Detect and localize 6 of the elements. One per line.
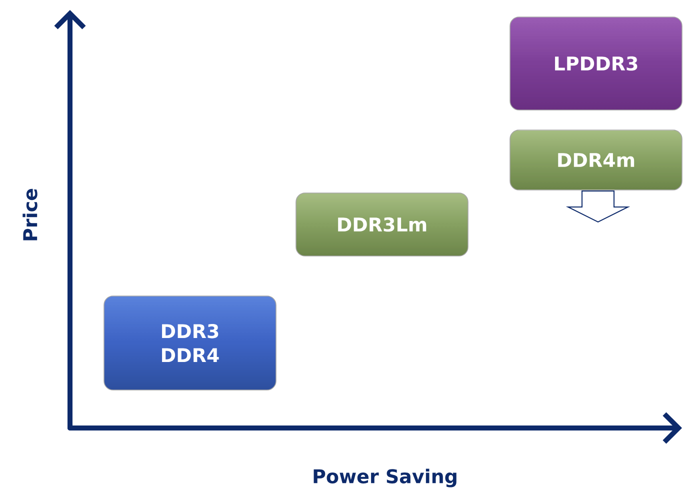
axis-label: Power Saving [314, 468, 456, 488]
label-box: DDR3 DDR4 [104, 296, 276, 390]
label-box: LPDDR3 [510, 16, 682, 110]
label-box: DDR3Lm [296, 192, 468, 256]
axis-label: Price [22, 188, 38, 240]
label-box: DDR4m [510, 130, 682, 190]
